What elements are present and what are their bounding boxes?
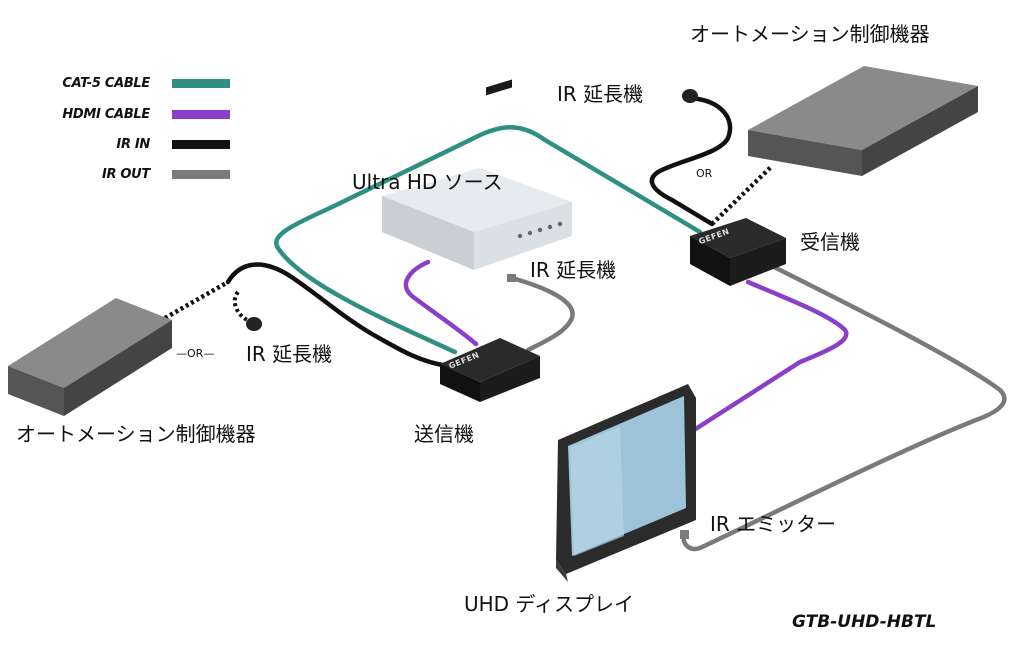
label-uhd-display: UHD ディスプレイ <box>464 592 635 616</box>
legend-label-ir-in: IR IN <box>116 137 150 152</box>
ir-in-cable-top <box>649 95 733 227</box>
label-uhd-source: Ultra HD ソース <box>352 170 503 194</box>
legend-label-ir-out: IR OUT <box>101 167 150 182</box>
label-automation-left: オートメーション制御機器 <box>16 422 256 446</box>
uhd-source-device <box>382 79 572 270</box>
cat5-cable <box>274 125 703 355</box>
label-ir-extender-mid: IR 延長機 <box>530 258 617 282</box>
transmitter-device <box>440 338 540 402</box>
legend-label-hdmi: HDMI CABLE <box>62 107 150 122</box>
label-ir-extender-left: IR 延長機 <box>246 342 333 366</box>
model-number: GTB-UHD-HBTL <box>792 612 937 632</box>
ir-extender-mid-tip <box>507 274 516 282</box>
ir-out-cable-tx <box>509 275 575 353</box>
ir-extender-left-icon <box>246 317 262 331</box>
legend-swatch-ir-in <box>172 140 230 149</box>
label-ir-extender-top: IR 延長機 <box>557 82 644 106</box>
label-ir-emitter: IR エミッター <box>710 512 837 536</box>
label-or-left: —OR— <box>176 347 215 360</box>
legend-swatch-ir-out <box>172 170 230 179</box>
ir-emitter-tip <box>680 530 689 539</box>
ir-out-cable-rx <box>681 259 1007 552</box>
label-or-left-text: OR <box>187 347 204 360</box>
uhd-display-device <box>556 384 696 582</box>
legend-swatch-hdmi <box>172 110 230 119</box>
ir-extender-top-icon <box>682 89 698 103</box>
label-or-top: OR <box>696 167 713 180</box>
legend-swatch-cat5 <box>172 79 230 88</box>
label-receiver: 受信機 <box>800 230 860 254</box>
ir-in-cable-left <box>225 262 451 369</box>
ir-in-cable-top-dotted <box>710 164 774 226</box>
hdmi-cable-source <box>403 259 479 347</box>
ir-in-cable-left-dotted <box>163 280 230 320</box>
label-transmitter: 送信機 <box>414 422 474 446</box>
automation-device-left <box>8 298 172 416</box>
receiver-device <box>690 218 786 286</box>
hdmi-cable-display <box>691 279 849 433</box>
legend-label-cat5: CAT-5 CABLE <box>62 76 150 91</box>
label-automation-top: オートメーション制御機器 <box>690 22 930 46</box>
automation-device-top <box>748 66 978 176</box>
ir-extender-left-cable <box>232 290 253 324</box>
